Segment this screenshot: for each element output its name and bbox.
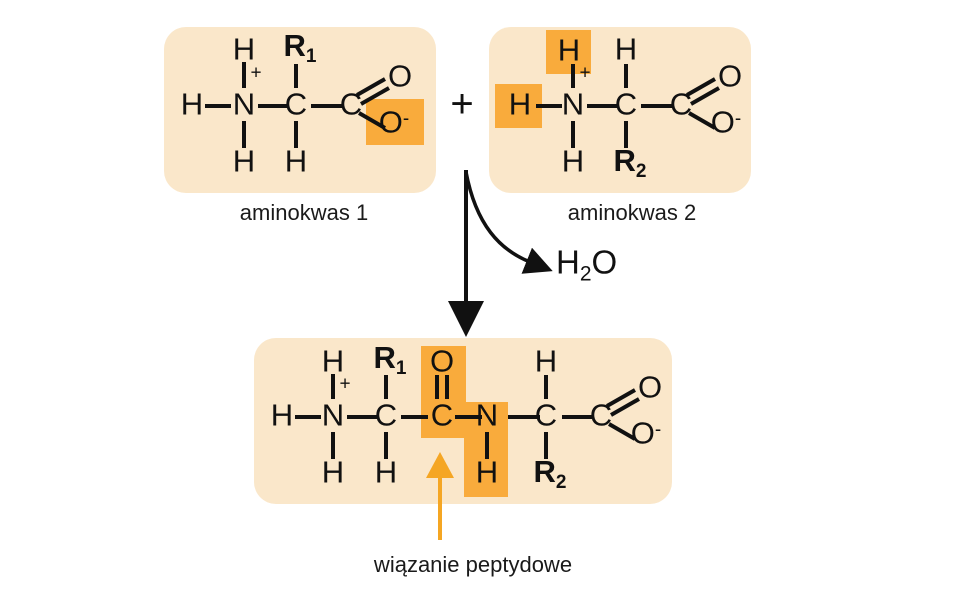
o-label-reactant1: O <box>378 104 403 140</box>
r2-index-product: 2 <box>555 472 567 494</box>
bond-carbonyl-double-right <box>445 375 449 399</box>
atom-o-double-reactant2: O <box>717 58 743 94</box>
bond-carbonyl-double-left <box>435 375 439 399</box>
atom-r-group-reactant1: R1 <box>284 30 317 66</box>
bond-calpha2-ccarboxyl-product <box>562 415 594 419</box>
bond-calpha1-r1-product <box>384 375 388 399</box>
water-byproduct-label: H2O <box>556 245 617 284</box>
caption-amino-acid-1: aminokwas 1 <box>239 200 369 225</box>
o-label-reactant2: O <box>710 104 735 140</box>
bond-namide-calpha2-product <box>508 415 540 419</box>
bond-ccarbonyl-namide-product <box>455 415 482 419</box>
bond-calpha-h-reactant2 <box>624 64 628 88</box>
atom-h-alpha-reactant2: H <box>614 31 638 67</box>
bond-n-h-bottom-product <box>331 432 335 459</box>
atom-o-double-product: O <box>637 369 663 405</box>
plus-operator: + <box>450 82 474 126</box>
bond-calpha1-h-product <box>384 432 388 459</box>
r1-index-product: 1 <box>395 358 407 380</box>
atom-c-alpha-reactant2: C <box>614 86 638 122</box>
atom-c-alpha1-product: C <box>374 397 398 433</box>
bond-n-calpha1-product <box>347 415 379 419</box>
atom-r-group2-product: R2 <box>534 456 567 492</box>
atom-c-carbonyl-product: C <box>430 397 454 433</box>
atom-o-minus-reactant1: O- <box>379 107 409 138</box>
atom-h-bottom-reactant2: H <box>561 143 585 179</box>
highlight-peptide-carbonyl <box>421 346 466 438</box>
atom-c-carboxyl-reactant2: C <box>669 86 693 122</box>
r-index-reactant1: 1 <box>305 46 317 68</box>
caption-peptide-bond: wiązanie peptydowe <box>373 552 573 577</box>
atom-n-reactant2: N <box>561 86 585 122</box>
atom-h-top1-product: H <box>321 343 345 379</box>
atom-o-double-reactant1: O <box>387 58 413 94</box>
atom-h-left-reactant1: H <box>180 86 204 122</box>
r-index-reactant2: 2 <box>635 161 647 183</box>
r2-label-product: R <box>533 453 556 489</box>
highlight-amino-hydrogen-left-reactant2 <box>495 84 542 128</box>
charge-n-reactant1: + <box>250 62 262 84</box>
atom-o-carbonyl-product: O <box>429 343 455 379</box>
atom-h-bottom-reactant1: H <box>232 143 256 179</box>
charge-n1-product: + <box>339 373 351 395</box>
bond-calpha-ccarboxyl-reactant1 <box>311 104 344 108</box>
atom-h-alpha-reactant1: H <box>284 143 308 179</box>
bond-n-calpha-reactant2 <box>587 104 619 108</box>
bond-calpha-ccarboxyl-reactant2 <box>641 104 674 108</box>
atom-r-group-reactant2: R2 <box>614 145 647 181</box>
bond-n-h-top-product <box>331 374 335 399</box>
bond-n-h-top-reactant1 <box>242 62 246 88</box>
bond-calpha2-r2-product <box>544 432 548 459</box>
atom-n-amide-product: N <box>475 397 499 433</box>
atom-h-top-reactant2: H <box>557 32 581 68</box>
bond-n-calpha-reactant1 <box>258 104 289 108</box>
charge-n-reactant2: + <box>579 62 591 84</box>
caption-amino-acid-2: aminokwas 2 <box>567 200 697 225</box>
o-charge-reactant1: - <box>402 108 410 130</box>
atom-h-alpha2-product: H <box>534 343 558 379</box>
atom-h-bottom1-product: H <box>321 454 345 490</box>
atom-o-minus-product: O- <box>631 418 661 449</box>
bond-n-h-bottom-reactant2 <box>571 121 575 148</box>
o-label-product: O <box>630 415 655 451</box>
atom-h-alpha1-product: H <box>374 454 398 490</box>
r-label-reactant2: R <box>613 142 636 178</box>
water-h: H <box>556 243 580 281</box>
atom-n1-product: N <box>321 397 345 433</box>
o-charge-reactant2: - <box>734 108 742 130</box>
bond-calpha-r-reactant1 <box>294 64 298 88</box>
atom-c-alpha-reactant1: C <box>284 86 308 122</box>
atom-r-group1-product: R1 <box>374 342 407 378</box>
bond-calpha2-h-product <box>544 375 548 399</box>
bond-n-h-bottom-reactant1 <box>242 121 246 148</box>
atom-n-reactant1: N <box>232 86 256 122</box>
bond-calpha-h-reactant1 <box>294 121 298 148</box>
water-o: O <box>591 243 618 281</box>
bond-h-n-reactant1 <box>205 104 231 108</box>
atom-c-alpha2-product: C <box>534 397 558 433</box>
o-charge-product: - <box>654 419 662 441</box>
bond-n-h-top-reactant2 <box>571 64 575 88</box>
water-sub: 2 <box>579 262 592 286</box>
bond-calpha1-ccarbonyl-product <box>401 415 428 419</box>
bond-h-n-reactant2 <box>536 104 562 108</box>
atom-h-left-product: H <box>270 397 294 433</box>
atom-c-carboxyl-reactant1: C <box>339 86 363 122</box>
bond-calpha-r-reactant2 <box>624 121 628 148</box>
highlight-amino-hydrogen-top-reactant2 <box>546 30 591 74</box>
bond-h-n-product <box>295 415 321 419</box>
atom-c-carboxyl-product: C <box>589 397 613 433</box>
atom-h-left-reactant2: H <box>508 86 532 122</box>
atom-o-minus-reactant2: O- <box>711 107 741 138</box>
r-label-reactant1: R <box>283 27 306 63</box>
bond-namide-h-product <box>485 432 489 459</box>
atom-h-amide-product: H <box>475 454 499 490</box>
atom-h-top-reactant1: H <box>232 31 256 67</box>
r1-label-product: R <box>373 339 396 375</box>
